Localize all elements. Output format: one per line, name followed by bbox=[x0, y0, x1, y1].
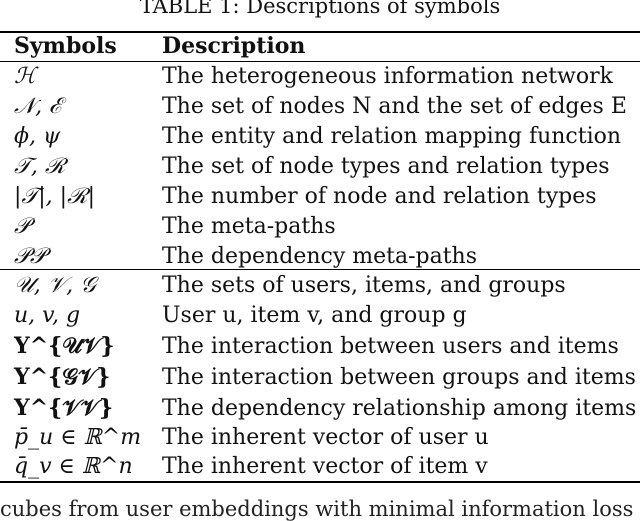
header-description: Description bbox=[162, 33, 306, 59]
description-cell: The entity and relation mapping function bbox=[162, 123, 622, 149]
symbol-cell: ℋ bbox=[14, 63, 36, 89]
table-row: 𝒰, 𝒱, 𝒢 The sets of users, items, and gr… bbox=[0, 270, 640, 300]
description-cell: User u, item v, and group g bbox=[162, 302, 467, 328]
description-cell: The dependency relationship among items bbox=[162, 395, 637, 421]
group-divider-rule bbox=[0, 269, 640, 270]
symbol-cell: p̄_u ∈ ℝ^m bbox=[14, 424, 142, 450]
header-symbols: Symbols bbox=[14, 33, 117, 59]
trailing-body-text: cubes from user embeddings with minimal … bbox=[0, 497, 634, 521]
table-row: q̄_v ∈ ℝ^n The inherent vector of item v bbox=[0, 451, 640, 481]
table-row: p̄_u ∈ ℝ^m The inherent vector of user u bbox=[0, 422, 640, 452]
symbol-cell: 𝒰, 𝒱, 𝒢 bbox=[14, 272, 96, 298]
table-row: 𝒫𝒫 The dependency meta-paths bbox=[0, 241, 640, 271]
table-row: 𝒯, ℛ The set of node types and relation … bbox=[0, 151, 640, 181]
symbol-cell: 𝒫 bbox=[14, 213, 30, 239]
symbol-cell: Y^{𝒢𝒱} bbox=[14, 364, 111, 390]
description-cell: The heterogeneous information network bbox=[162, 63, 613, 89]
table-row: ℋ The heterogeneous information network bbox=[0, 61, 640, 91]
symbol-cell: 𝒩, ℰ bbox=[14, 93, 62, 119]
table-caption: TABLE 1: Descriptions of symbols bbox=[139, 0, 501, 18]
symbol-cell: Y^{𝒰𝒱} bbox=[14, 333, 115, 359]
symbol-cell: ϕ, ψ bbox=[14, 123, 61, 149]
symbol-cell: u, v, g bbox=[14, 302, 81, 328]
symbol-cell: |𝒯|, |ℛ| bbox=[14, 183, 96, 209]
header-rule bbox=[0, 61, 640, 62]
description-cell: The set of nodes N and the set of edges … bbox=[162, 93, 627, 119]
table-row: Y^{𝒢𝒱} The interaction between groups an… bbox=[0, 362, 640, 392]
description-cell: The number of node and relation types bbox=[162, 183, 597, 209]
description-cell: The inherent vector of user u bbox=[162, 424, 489, 450]
top-rule bbox=[0, 31, 640, 33]
table-row: Y^{𝒰𝒱} The interaction between users and… bbox=[0, 331, 640, 361]
description-cell: The interaction between users and items bbox=[162, 333, 619, 359]
description-cell: The sets of users, items, and groups bbox=[162, 272, 566, 298]
description-cell: The dependency meta-paths bbox=[162, 243, 478, 269]
bottom-rule bbox=[0, 481, 640, 483]
symbol-cell: 𝒫𝒫 bbox=[14, 243, 46, 269]
description-cell: The meta-paths bbox=[162, 213, 336, 239]
table-row: |𝒯|, |ℛ| The number of node and relation… bbox=[0, 181, 640, 211]
table-row: 𝒫 The meta-paths bbox=[0, 211, 640, 241]
description-cell: The inherent vector of item v bbox=[162, 453, 488, 479]
table-row: ϕ, ψ The entity and relation mapping fun… bbox=[0, 121, 640, 151]
table-row: u, v, g User u, item v, and group g bbox=[0, 300, 640, 330]
symbol-cell: Y^{𝒱𝒱} bbox=[14, 395, 114, 421]
symbol-cell: q̄_v ∈ ℝ^n bbox=[14, 453, 133, 479]
description-cell: The set of node types and relation types bbox=[162, 153, 610, 179]
symbol-cell: 𝒯, ℛ bbox=[14, 153, 66, 179]
description-cell: The interaction between groups and items bbox=[162, 364, 636, 390]
table-row: Y^{𝒱𝒱} The dependency relationship among… bbox=[0, 393, 640, 423]
table-header-row: Symbols Description bbox=[0, 31, 640, 61]
table-row: 𝒩, ℰ The set of nodes N and the set of e… bbox=[0, 91, 640, 121]
